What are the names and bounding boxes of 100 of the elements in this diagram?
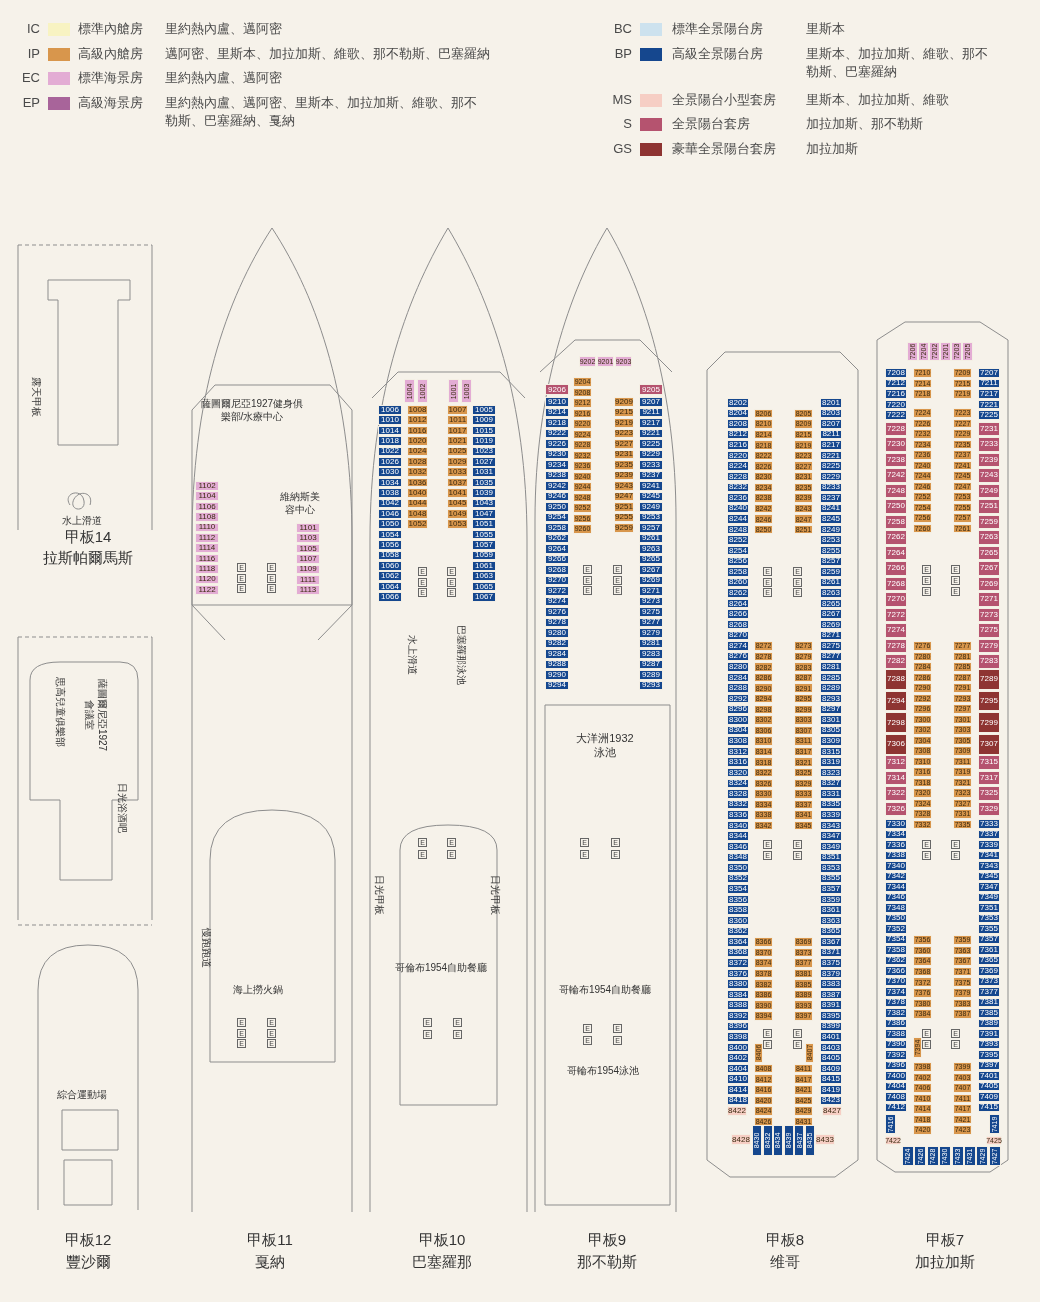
cabin-block: 9227 (614, 439, 634, 449)
deck-title: 甲板8 (764, 1230, 806, 1250)
cabin-block: 7270 (885, 592, 907, 607)
cabin-block: 8220 (727, 450, 749, 461)
cabin-block: 7391 (978, 1029, 1000, 1039)
cabin-block: 9209 (614, 397, 634, 407)
cabin-block: 8351 (820, 852, 842, 862)
cabin-block: 9219 (614, 418, 634, 428)
cabin-block: 8265 (820, 598, 842, 609)
cabin-block: 9233 (639, 460, 663, 470)
port-list: 加拉加斯、那不勒斯 (806, 115, 988, 133)
cabin-block: 9272 (545, 586, 569, 596)
cabin-block: 8349 (820, 841, 842, 852)
cabin-block: 7358 (885, 945, 907, 955)
cabin-block: 1029 (447, 457, 468, 467)
cabin-block: 7390 (885, 1039, 907, 1049)
cabin-block: 1035 (472, 477, 496, 488)
area-label: 海上撈火鍋 (232, 983, 284, 997)
cabin-block: 8356 (727, 894, 749, 905)
deck-title: 甲板14 (63, 527, 113, 547)
cabin-block: 8336 (727, 810, 749, 820)
cabin-block: 9217 (639, 418, 663, 428)
cabin-block: 7259 (978, 514, 1000, 529)
cabin-block: 8248 (727, 524, 749, 535)
cabin-block: 1108 (195, 512, 219, 522)
cabin-block: 8428 (731, 1134, 751, 1145)
cabin-block: 8225 (820, 461, 842, 471)
cabin-block: 7337 (978, 829, 1000, 839)
cabin-code: EC (21, 70, 40, 86)
cabin-block: 7326 (885, 801, 907, 817)
cabin-block: 1005 (472, 405, 496, 415)
cabin-block: 7294 (885, 690, 907, 712)
cabin-block: 1062 (378, 571, 402, 581)
cabin-block: 1052 (407, 519, 428, 529)
cabin-block: 7381 (978, 997, 1000, 1007)
cabin-block: 8399 (820, 1021, 842, 1032)
cabin-block: 8207 (820, 419, 842, 429)
cabin-block: 7378 (885, 997, 907, 1007)
cabin-block: 1026 (378, 457, 402, 467)
area-label: 日光浴酒吧 (116, 782, 129, 835)
cabin-block: 7340 (885, 861, 907, 871)
cabin-block: 9229 (639, 449, 663, 459)
cabin-block: 7412 (885, 1102, 907, 1112)
cabin-block: 1028 (407, 457, 428, 467)
cabin-block: 8419 (820, 1085, 842, 1095)
cabin-block: 7273 (978, 607, 1000, 622)
cabin-block: 9267 (639, 565, 663, 575)
cabin-block: 8418 (727, 1095, 749, 1106)
cabin-block: 8415 (820, 1074, 842, 1084)
cabin-block: 8414 (727, 1085, 749, 1095)
cabin-block: 1048 (407, 509, 428, 519)
cabin-block: 1045 (447, 498, 468, 509)
cabin-block: 9276 (545, 607, 569, 617)
legend-label: 高級全景陽台房 (672, 46, 763, 62)
cabin-block: 1054 (378, 529, 402, 540)
cabin-block: 1056 (378, 540, 402, 550)
legend-label: 全景陽台套房 (672, 116, 750, 132)
cabin-block: 1110 (195, 522, 219, 533)
cabin-block: 7230 (885, 437, 907, 452)
cabin-block: 7365 (978, 955, 1000, 965)
cabin-block: 1109 (296, 564, 320, 575)
cabin-block: 8203 (820, 408, 842, 419)
cabin-block: 1032 (407, 467, 428, 477)
cabin-block: 8362 (727, 926, 749, 936)
cabin-block: 1116 (195, 553, 219, 564)
cabin-block: 9211 (639, 407, 663, 417)
cabin-block: 9249 (639, 502, 663, 512)
cabin-block: 8324 (727, 778, 749, 788)
cabin-block: 8249 (820, 524, 842, 535)
cabin-block: 8240 (727, 503, 749, 514)
cabin-block: 7343 (978, 861, 1000, 871)
cabin-block: 8257 (820, 556, 842, 567)
cabin-block: 8260 (727, 577, 749, 588)
cabin-block: 7299 (978, 712, 1000, 733)
cabin-block: 8204 (727, 408, 749, 419)
deck-title: 甲板12 (63, 1230, 113, 1250)
cabin-block: 8320 (727, 767, 749, 778)
cabin-block: 1111 (296, 575, 320, 585)
cabin-block: 8404 (727, 1063, 749, 1074)
cabin-block: 8359 (820, 894, 842, 905)
cabin-block: 7248 (885, 483, 907, 498)
cabin-block: 1064 (378, 581, 402, 592)
cabin-block: 9241 (639, 481, 663, 491)
cabin-block: 1027 (472, 457, 496, 467)
cabin-block: 1122 (195, 585, 219, 595)
cabin-block: 9278 (545, 617, 569, 627)
cabin-block: 7344 (885, 882, 907, 892)
legend-label: 全景陽台小型套房 (672, 92, 776, 108)
cabin-block: 7274 (885, 623, 907, 638)
area-label: 水上滑道 (406, 634, 419, 677)
cabin-block: 7278 (885, 638, 907, 653)
cabin-block: 7395 (978, 1050, 1000, 1060)
cabin-block: 8236 (727, 493, 749, 503)
cabin-block: 7263 (978, 530, 1000, 545)
area-label: 日光甲板 (373, 874, 386, 917)
cabin-block: 8402 (727, 1053, 749, 1063)
cabin-block: 7268 (885, 576, 907, 591)
area-label: 露天甲板 (30, 376, 43, 419)
cabin-block: 1055 (472, 529, 496, 540)
cabin-block: 7373 (978, 976, 1000, 986)
